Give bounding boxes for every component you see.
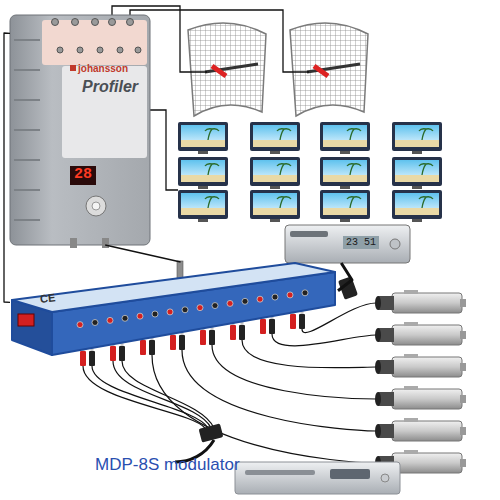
rca-jack (212, 303, 218, 309)
rca-jack (242, 298, 248, 304)
cctv-camera (375, 290, 466, 313)
antenna-feed (314, 66, 328, 76)
coax-cable (4, 33, 10, 302)
brand-logo (70, 65, 76, 71)
antenna-feed (212, 66, 226, 76)
satellite-receiver: 23 51 (285, 225, 410, 263)
headend-case (10, 15, 150, 245)
headend-unit: johanssonProfiler 28 (10, 15, 150, 245)
dvd-player (235, 462, 400, 494)
rca-jack (92, 320, 98, 326)
dvd-button (381, 474, 389, 482)
dvd-display (330, 469, 370, 479)
f-connector (70, 238, 77, 248)
f-connectors (52, 19, 142, 54)
rca-plug (239, 320, 245, 340)
rca-jack (167, 309, 173, 315)
receiver-case (285, 225, 410, 263)
receiver-body (285, 225, 410, 263)
rca-jack (152, 311, 158, 317)
audio-cable (92, 366, 208, 428)
scart-plug (199, 423, 224, 442)
receiver-slot (290, 231, 328, 237)
cctv-camera (375, 354, 466, 377)
figure-caption: MDP-8S modulator (95, 455, 240, 475)
tv-set (250, 190, 300, 222)
grid-antenna (290, 23, 368, 116)
rca-jack (182, 307, 188, 313)
cctv-camera (375, 418, 466, 441)
channel-display: 28 (70, 166, 96, 185)
modulator-top-face (12, 263, 335, 312)
antenna-cable (130, 10, 309, 72)
headend-body (10, 15, 150, 248)
brand-name: johansson (78, 63, 128, 74)
modulator-box: CE (10, 262, 338, 358)
tv-set (320, 122, 370, 154)
cooling-ribs (14, 40, 40, 220)
coax-cable (105, 245, 180, 262)
rca-jack (77, 322, 83, 328)
tv-set (392, 122, 442, 154)
front-panel (62, 66, 147, 158)
rca-jack (257, 296, 263, 302)
tv-cable (150, 110, 178, 190)
input-panel (42, 20, 147, 65)
audio-cable (113, 361, 211, 428)
receiver-button (390, 239, 400, 249)
rca-jack (302, 290, 308, 296)
tv-set (178, 157, 228, 189)
cctv-cameras (375, 290, 466, 473)
video-cable (272, 334, 376, 346)
audio-cable (122, 361, 214, 428)
modulator-outline (10, 262, 338, 358)
rca-jack (272, 294, 278, 300)
grid-antenna (188, 23, 266, 116)
scart-cable (338, 263, 352, 291)
clock-display: 23 51 (343, 236, 379, 249)
video-cable (212, 345, 376, 399)
tv-set (320, 157, 370, 189)
audio-cable (83, 366, 205, 428)
antenna-grid (188, 23, 266, 116)
tv-set (178, 122, 228, 154)
tv-set (250, 122, 300, 154)
dvd-case (235, 462, 400, 494)
video-cable (242, 340, 376, 368)
rca-jack (107, 317, 113, 323)
antenna-grid (290, 23, 368, 116)
f-connector (102, 238, 109, 248)
tv-set (178, 190, 228, 222)
cctv-camera (375, 386, 466, 409)
tv-grid (178, 122, 442, 222)
ce-mark: CE (39, 291, 56, 305)
rca-jack (227, 300, 233, 306)
dvd-tray (245, 470, 315, 475)
scart-cables (83, 361, 214, 428)
tv-set (250, 157, 300, 189)
tv-set (392, 157, 442, 189)
tv-set (320, 190, 370, 222)
scart-plug (338, 276, 358, 300)
power-display (18, 314, 34, 326)
control-knob (86, 196, 106, 216)
control-knob (92, 202, 100, 210)
rca-jack (137, 313, 143, 319)
tv-set (392, 190, 442, 222)
rca-jack (287, 292, 293, 298)
rca-jack (197, 305, 203, 311)
coax-plug (177, 261, 183, 279)
cctv-camera (375, 322, 466, 345)
video-cable (182, 350, 376, 431)
product-name: Profiler (82, 78, 138, 96)
rca-jack (122, 315, 128, 321)
